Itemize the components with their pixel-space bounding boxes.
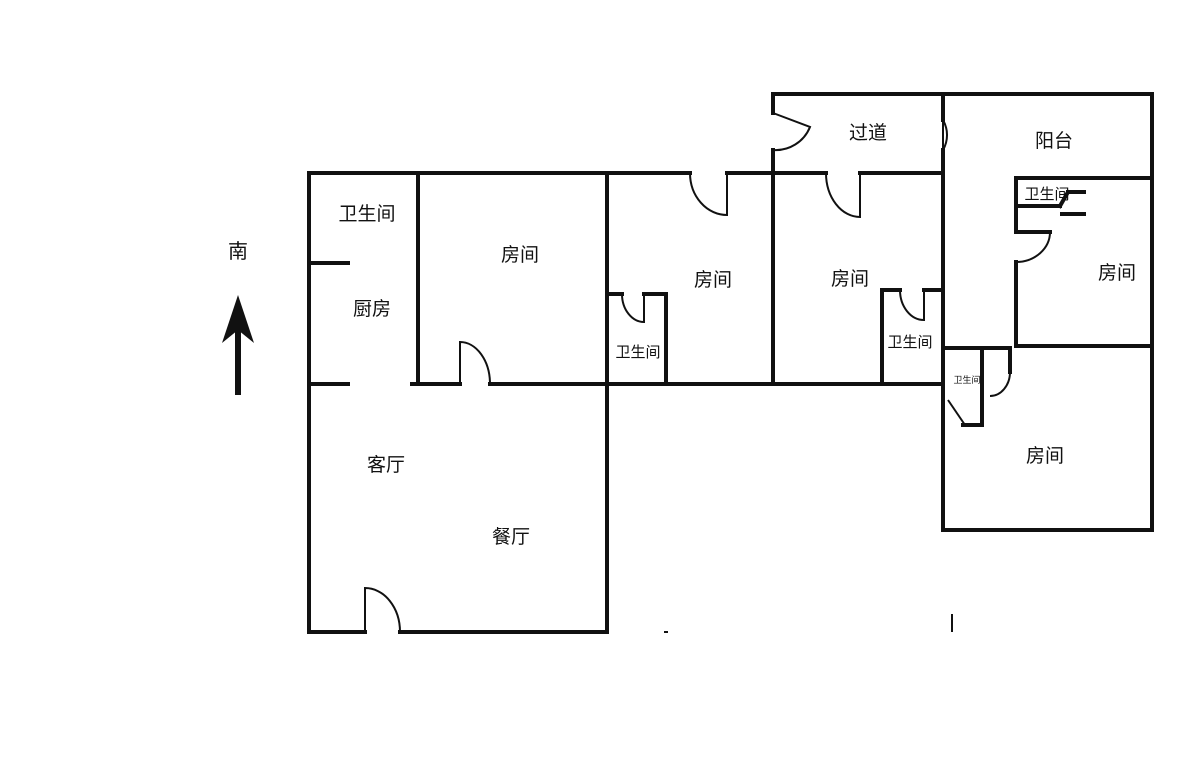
label-bedroom-3: 房间 <box>831 268 869 290</box>
label-corridor: 过道 <box>849 122 887 144</box>
label-bathroom-1: 卫生间 <box>338 203 395 225</box>
door-bedroom-4 <box>1015 231 1052 263</box>
walls <box>307 92 1154 634</box>
door-bedroom-1 <box>459 340 491 385</box>
label-bathroom-4: 卫生间 <box>1024 185 1069 203</box>
label-kitchen: 厨房 <box>353 298 391 320</box>
room-labels: 卫生间 厨房 房间 卫生间 房间 房间 卫生间 过道 阳台 卫生间 房间 卫生间… <box>338 122 1136 548</box>
door-bathroom-5 <box>947 399 966 426</box>
door-bedroom-3 <box>825 172 861 219</box>
label-bathroom-5: 卫生间 <box>953 374 980 386</box>
entrance-door <box>364 586 401 633</box>
label-dining-room: 餐厅 <box>492 526 530 548</box>
door-bathroom-2 <box>621 293 645 324</box>
door-bedroom-5 <box>989 371 1011 397</box>
label-bedroom-5: 房间 <box>1026 445 1064 467</box>
label-bedroom-1: 房间 <box>501 244 539 266</box>
doors <box>364 112 1052 633</box>
label-bedroom-2: 房间 <box>694 269 732 291</box>
door-bathroom-3 <box>899 289 925 322</box>
label-bedroom-4: 房间 <box>1098 262 1136 284</box>
north-arrow-icon <box>222 295 254 343</box>
door-corridor-right <box>942 119 948 154</box>
door-corridor-left <box>772 112 812 152</box>
compass: 南 <box>222 239 254 395</box>
compass-label: 南 <box>228 239 248 263</box>
label-living-room: 客厅 <box>367 454 405 476</box>
door-bedroom-2 <box>689 172 728 217</box>
label-bathroom-3: 卫生间 <box>887 333 932 351</box>
stray-marks <box>664 614 953 633</box>
label-bathroom-2: 卫生间 <box>615 343 660 361</box>
label-balcony: 阳台 <box>1035 130 1073 152</box>
